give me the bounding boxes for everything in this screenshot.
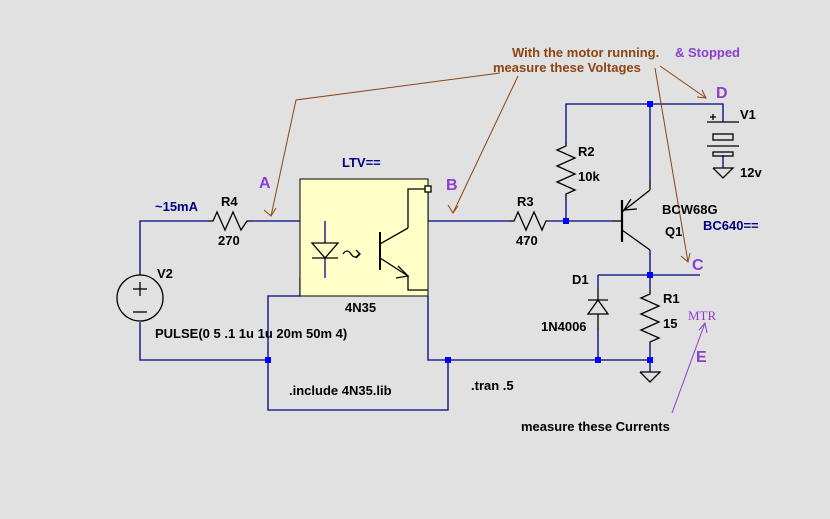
annotation-motor-running: With the motor running. xyxy=(512,45,659,60)
current-note-label: ~15mA xyxy=(155,199,199,214)
r3-value: 470 xyxy=(516,233,538,248)
node-label-c: C xyxy=(692,257,704,274)
wires xyxy=(139,103,724,411)
wire-collector-r3 xyxy=(427,189,510,222)
v2-value: PULSE(0 5 .1 1u 1u 20m 50m 4) xyxy=(155,326,347,341)
annotation-stopped: & Stopped xyxy=(675,45,740,60)
d1-diode[interactable] xyxy=(586,288,610,330)
arrow-to-b xyxy=(452,75,519,214)
r2-value: 10k xyxy=(578,169,600,184)
d1-name: D1 xyxy=(572,272,589,287)
bc640-label: BC640== xyxy=(703,218,759,233)
arrow-to-c xyxy=(654,67,689,263)
r2-name: R2 xyxy=(578,144,595,159)
v2-name: V2 xyxy=(157,266,173,281)
arrowhead-d xyxy=(696,89,707,99)
mtr-label: MTR xyxy=(688,308,717,323)
v1-battery[interactable] xyxy=(707,114,739,157)
annotation-measure-currents: measure these Currents xyxy=(521,419,670,434)
arrowhead-c xyxy=(680,252,691,263)
wire-emitter-ground xyxy=(427,296,648,361)
d1-value: 1N4006 xyxy=(541,319,587,334)
q1-transistor[interactable] xyxy=(612,180,651,251)
junction xyxy=(647,357,653,363)
v2-voltage-source[interactable] xyxy=(116,274,164,322)
arrow-to-a xyxy=(270,72,501,217)
include-directive[interactable]: .include 4N35.lib xyxy=(289,383,392,398)
node-label-e: E xyxy=(696,349,707,366)
q1-value: BCW68G xyxy=(662,202,718,217)
arrowhead-a xyxy=(263,207,277,217)
junction xyxy=(563,218,569,224)
v1-name: V1 xyxy=(740,107,756,122)
junctions xyxy=(265,101,653,363)
junction xyxy=(647,101,653,107)
arrow-to-d xyxy=(659,65,707,99)
r4-resistor[interactable] xyxy=(208,210,253,232)
wire-r2-top-v1 xyxy=(565,103,724,142)
r1-name: R1 xyxy=(663,291,680,306)
node-label-d: D xyxy=(716,85,728,102)
tran-directive[interactable]: .tran .5 xyxy=(471,378,514,393)
v1-value: 12v xyxy=(740,165,762,180)
node-label-b: B xyxy=(446,177,458,194)
q1-name: Q1 xyxy=(665,224,682,239)
r3-name: R3 xyxy=(517,194,534,209)
ltv-label: LTV== xyxy=(342,155,381,170)
junction xyxy=(647,272,653,278)
node-label-a: A xyxy=(259,175,271,192)
optocoupler-4n35[interactable] xyxy=(299,178,432,297)
r2-resistor[interactable] xyxy=(555,142,577,200)
arrowhead-b xyxy=(447,204,459,214)
r3-resistor[interactable] xyxy=(510,210,548,232)
ground-icon xyxy=(639,371,662,383)
annotation-measure-voltages: measure these Voltages xyxy=(493,60,641,75)
wire-include-loop xyxy=(267,360,449,411)
junction xyxy=(265,357,271,363)
junction xyxy=(445,357,451,363)
r4-value: 270 xyxy=(218,233,240,248)
annotation-arrows xyxy=(263,65,707,263)
r1-value: 15 xyxy=(663,316,677,331)
wire-v2-bottom xyxy=(139,322,268,361)
current-arrow xyxy=(671,321,708,414)
ground-icon xyxy=(712,167,735,179)
opto-name: 4N35 xyxy=(345,300,376,315)
junction xyxy=(595,357,601,363)
r1-resistor[interactable] xyxy=(639,290,661,345)
r4-name: R4 xyxy=(221,194,238,209)
wire-v2-top xyxy=(139,220,208,275)
